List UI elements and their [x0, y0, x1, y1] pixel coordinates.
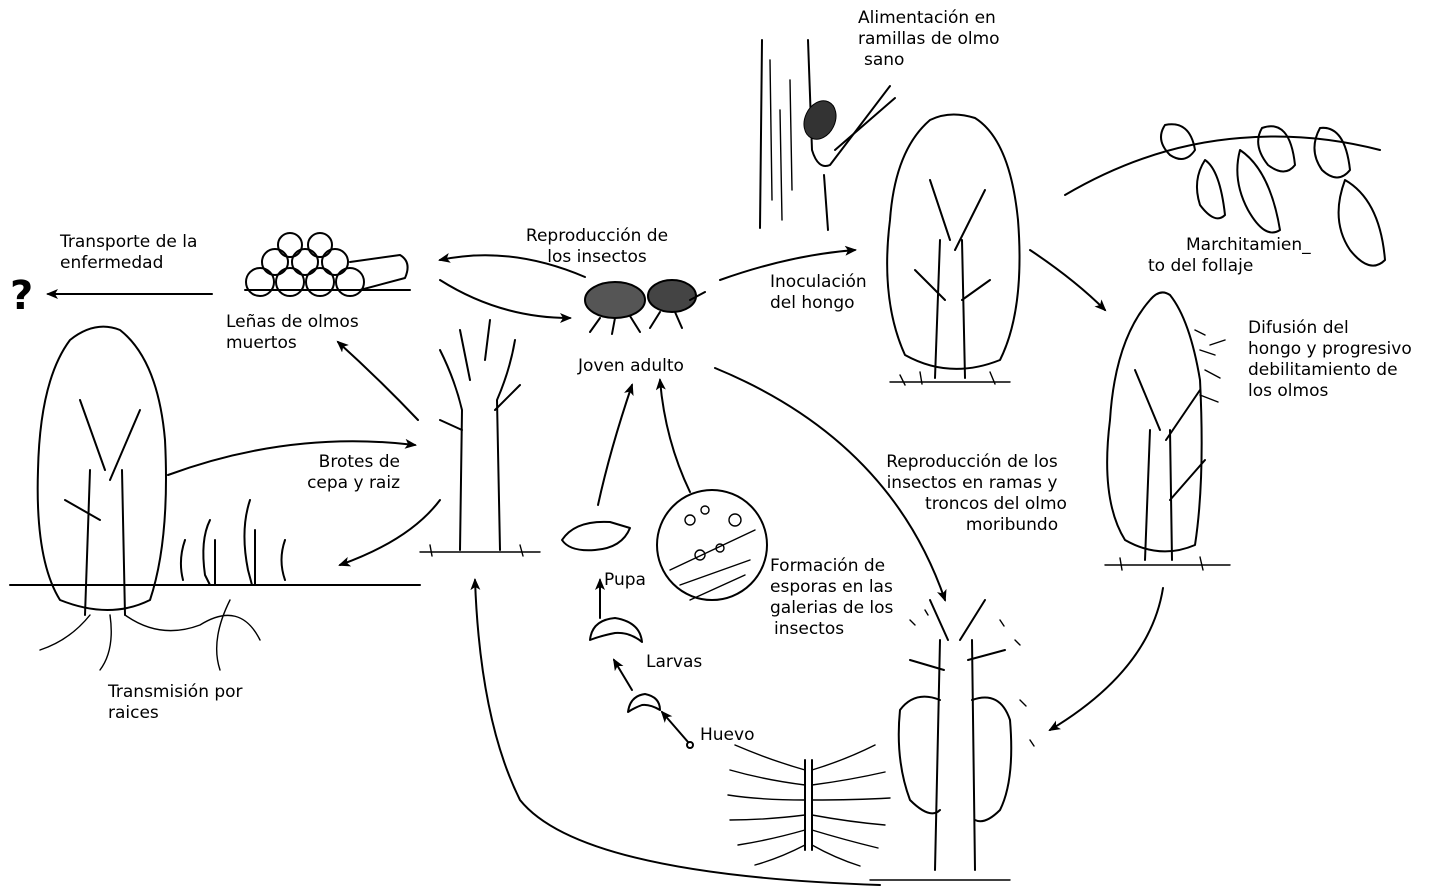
label-reproduccion-insectos: Reproducción de los insectos	[512, 226, 682, 268]
label-huevo: Huevo	[700, 725, 754, 746]
arrow-egg-to-larva	[614, 660, 632, 690]
label-transporte: Transporte de la enfermedad	[60, 232, 197, 274]
larva-icon	[590, 618, 642, 642]
egg-icon	[687, 742, 693, 748]
label-inoculacion: Inoculación del hongo	[770, 272, 867, 314]
adult-beetle-icon	[585, 280, 705, 334]
label-difusion: Difusión del hongo y progresivo debilita…	[1248, 318, 1412, 402]
healthy-elm-icon	[887, 114, 1019, 385]
label-brotes: Brotes de cepa y raiz	[270, 452, 400, 494]
label-pupa: Pupa	[604, 570, 646, 591]
weakened-elm-icon	[1105, 292, 1230, 570]
arrow-stump-to-shoots	[340, 500, 440, 565]
dead-elm-stump-icon	[420, 320, 540, 556]
arrow-pupa-to-adult	[598, 385, 632, 505]
arrow-huevo-to-egg	[662, 712, 688, 742]
dying-elm-icon	[870, 600, 1034, 880]
label-marchitamiento: Marchitamien_ to del follaje	[1148, 235, 1311, 277]
beetle-gallery-pattern-icon	[728, 745, 890, 866]
label-formacion: Formación de esporas en las galerias de …	[770, 556, 893, 640]
big-elm-with-roots-icon	[10, 327, 420, 670]
arrow-healthy-to-weakened	[1030, 250, 1105, 310]
arrow-spores-to-adult	[660, 380, 690, 492]
label-transmision: Transmisión por raices	[108, 682, 243, 724]
feeding-beetle-icon	[798, 96, 842, 145]
wood-pile-icon	[245, 233, 410, 296]
small-larva-icon	[628, 694, 660, 712]
label-joven-adulto: Joven adulto	[578, 356, 684, 377]
label-larvas: Larvas	[646, 652, 702, 673]
spore-magnification-icon	[657, 490, 767, 600]
label-lenas: Leñas de olmos muertos	[226, 312, 359, 354]
unknown-destination-mark: ?	[10, 276, 33, 316]
label-reproduccion-ramas: Reproducción de los insectos en ramas y …	[862, 452, 1082, 536]
pupa-icon	[562, 522, 630, 550]
arrow-lenas-to-insects	[440, 280, 570, 318]
label-alimentacion: Alimentación en ramillas de olmo sano	[858, 8, 1000, 71]
arrow-weakened-to-dying	[1050, 588, 1163, 730]
